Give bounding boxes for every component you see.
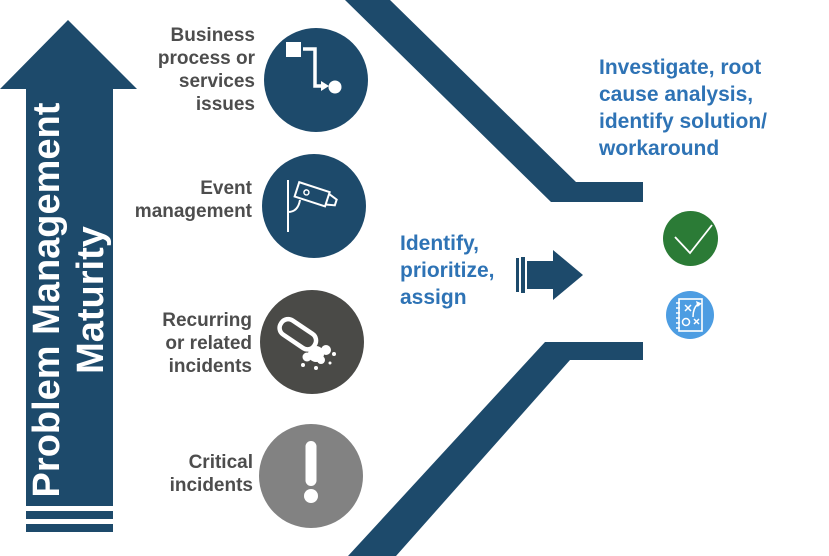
investigate-step-text: Investigate, root cause analysis, identi… [599,56,767,160]
stage-circle-critical-incidents [259,424,363,528]
stage-label-recurring-incidents: Recurring or related incidents [162,310,252,377]
maturity-arrow-head [0,20,137,89]
identify-arrow-body [527,250,583,300]
stage-circle-recurring-incidents [260,290,364,394]
workflow-icon [286,42,342,94]
exclamation-icon [304,441,318,503]
maturity-axis-label: Problem Management Maturity [25,85,113,515]
identify-step-text: Identify, prioritize, assign [400,232,495,309]
plan-outcome [666,291,714,339]
strategy-icon [676,298,703,332]
stage-circle-event-management [262,154,366,258]
spill-icon [277,316,336,370]
stage-label-business-process: Business process or services issues [157,25,255,115]
cctv-camera-icon [287,180,338,232]
funnel-bottom-band [348,342,643,556]
maturity-arrow-body [26,87,113,506]
identify-arrow-bar-2 [521,257,525,293]
maturity-arrow [0,20,137,532]
checkmark-icon [674,224,713,255]
stage-label-critical-incidents: Critical incidents [169,452,253,496]
funnel-top-band [345,0,643,202]
maturity-axis-line2: Maturity [70,226,112,374]
maturity-arrow-stripe-1 [26,511,113,519]
identify-arrow [516,250,583,300]
maturity-axis-line1: Problem Management [26,102,68,498]
resolved-outcome [663,211,718,266]
stage-label-event-management: Event management [134,178,252,222]
maturity-arrow-stripe-2 [26,524,113,532]
identify-arrow-bar-1 [516,258,519,292]
stage-circle-business-process [264,28,368,132]
